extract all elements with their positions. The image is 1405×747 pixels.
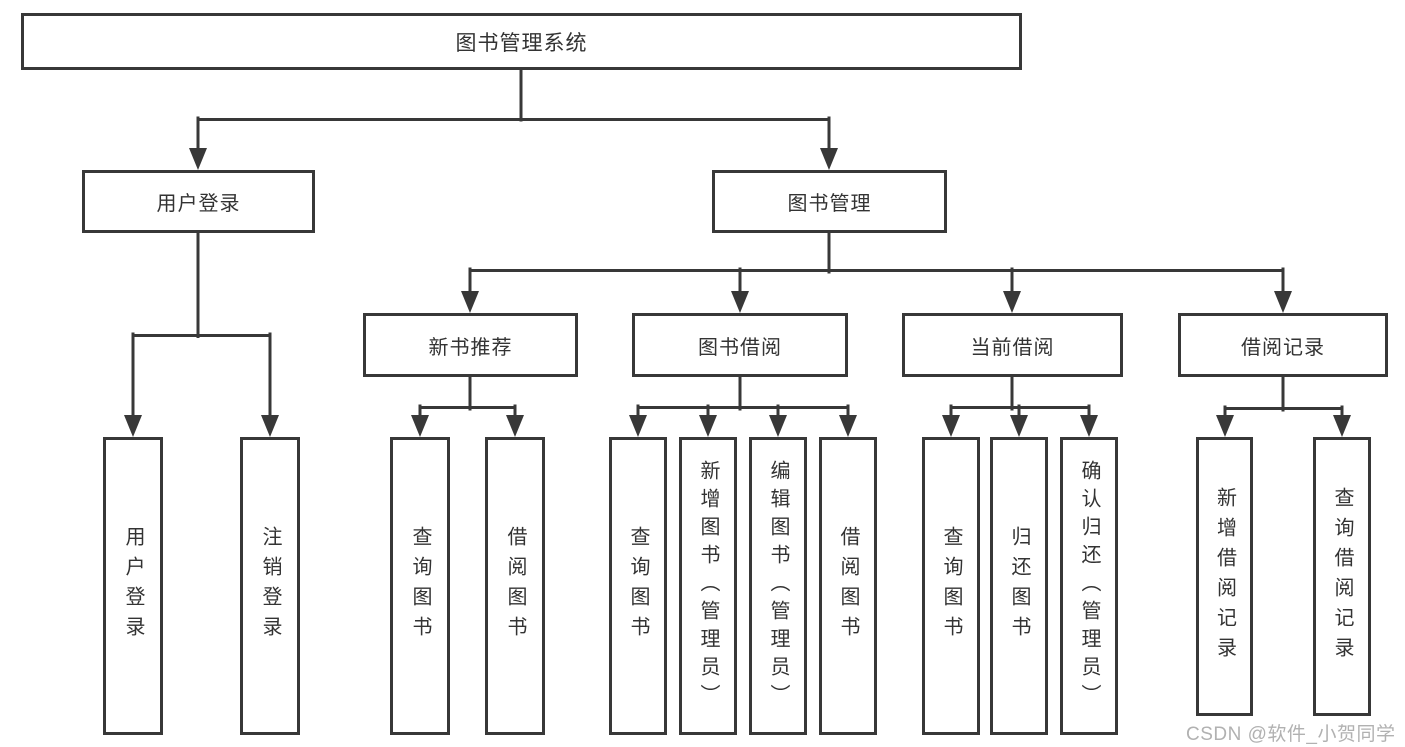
- leaf-query-books-borrow: 查询图书: [609, 437, 667, 735]
- node-current-borrow: 当前借阅: [902, 313, 1123, 377]
- arrowhead-icons: [124, 148, 1351, 437]
- node-library-management-system: 图书管理系统: [21, 13, 1022, 70]
- leaf-query-borrow-record: 查询借阅记录: [1313, 437, 1371, 716]
- leaf-add-borrow-record: 新增借阅记录: [1196, 437, 1253, 716]
- leaf-query-books-current: 查询图书: [922, 437, 980, 735]
- leaf-user-login: 用户登录: [103, 437, 163, 735]
- leaf-borrow-books-recommend: 借阅图书: [485, 437, 545, 735]
- node-book-borrow: 图书借阅: [632, 313, 848, 377]
- leaf-edit-books-admin: 编辑图书（管理员）: [749, 437, 807, 735]
- node-borrow-records: 借阅记录: [1178, 313, 1388, 377]
- node-new-book-recommend: 新书推荐: [363, 313, 578, 377]
- leaf-add-books-admin: 新增图书（管理员）: [679, 437, 737, 735]
- leaf-return-books: 归还图书: [990, 437, 1048, 735]
- leaf-logout-login: 注销登录: [240, 437, 300, 735]
- leaf-query-books-recommend: 查询图书: [390, 437, 450, 735]
- node-user-login: 用户登录: [82, 170, 315, 233]
- csdn-watermark: CSDN @软件_小贺同学: [1186, 724, 1396, 745]
- leaf-confirm-return-admin: 确认归还（管理员）: [1060, 437, 1118, 735]
- node-book-management: 图书管理: [712, 170, 947, 233]
- leaf-borrow-books: 借阅图书: [819, 437, 877, 735]
